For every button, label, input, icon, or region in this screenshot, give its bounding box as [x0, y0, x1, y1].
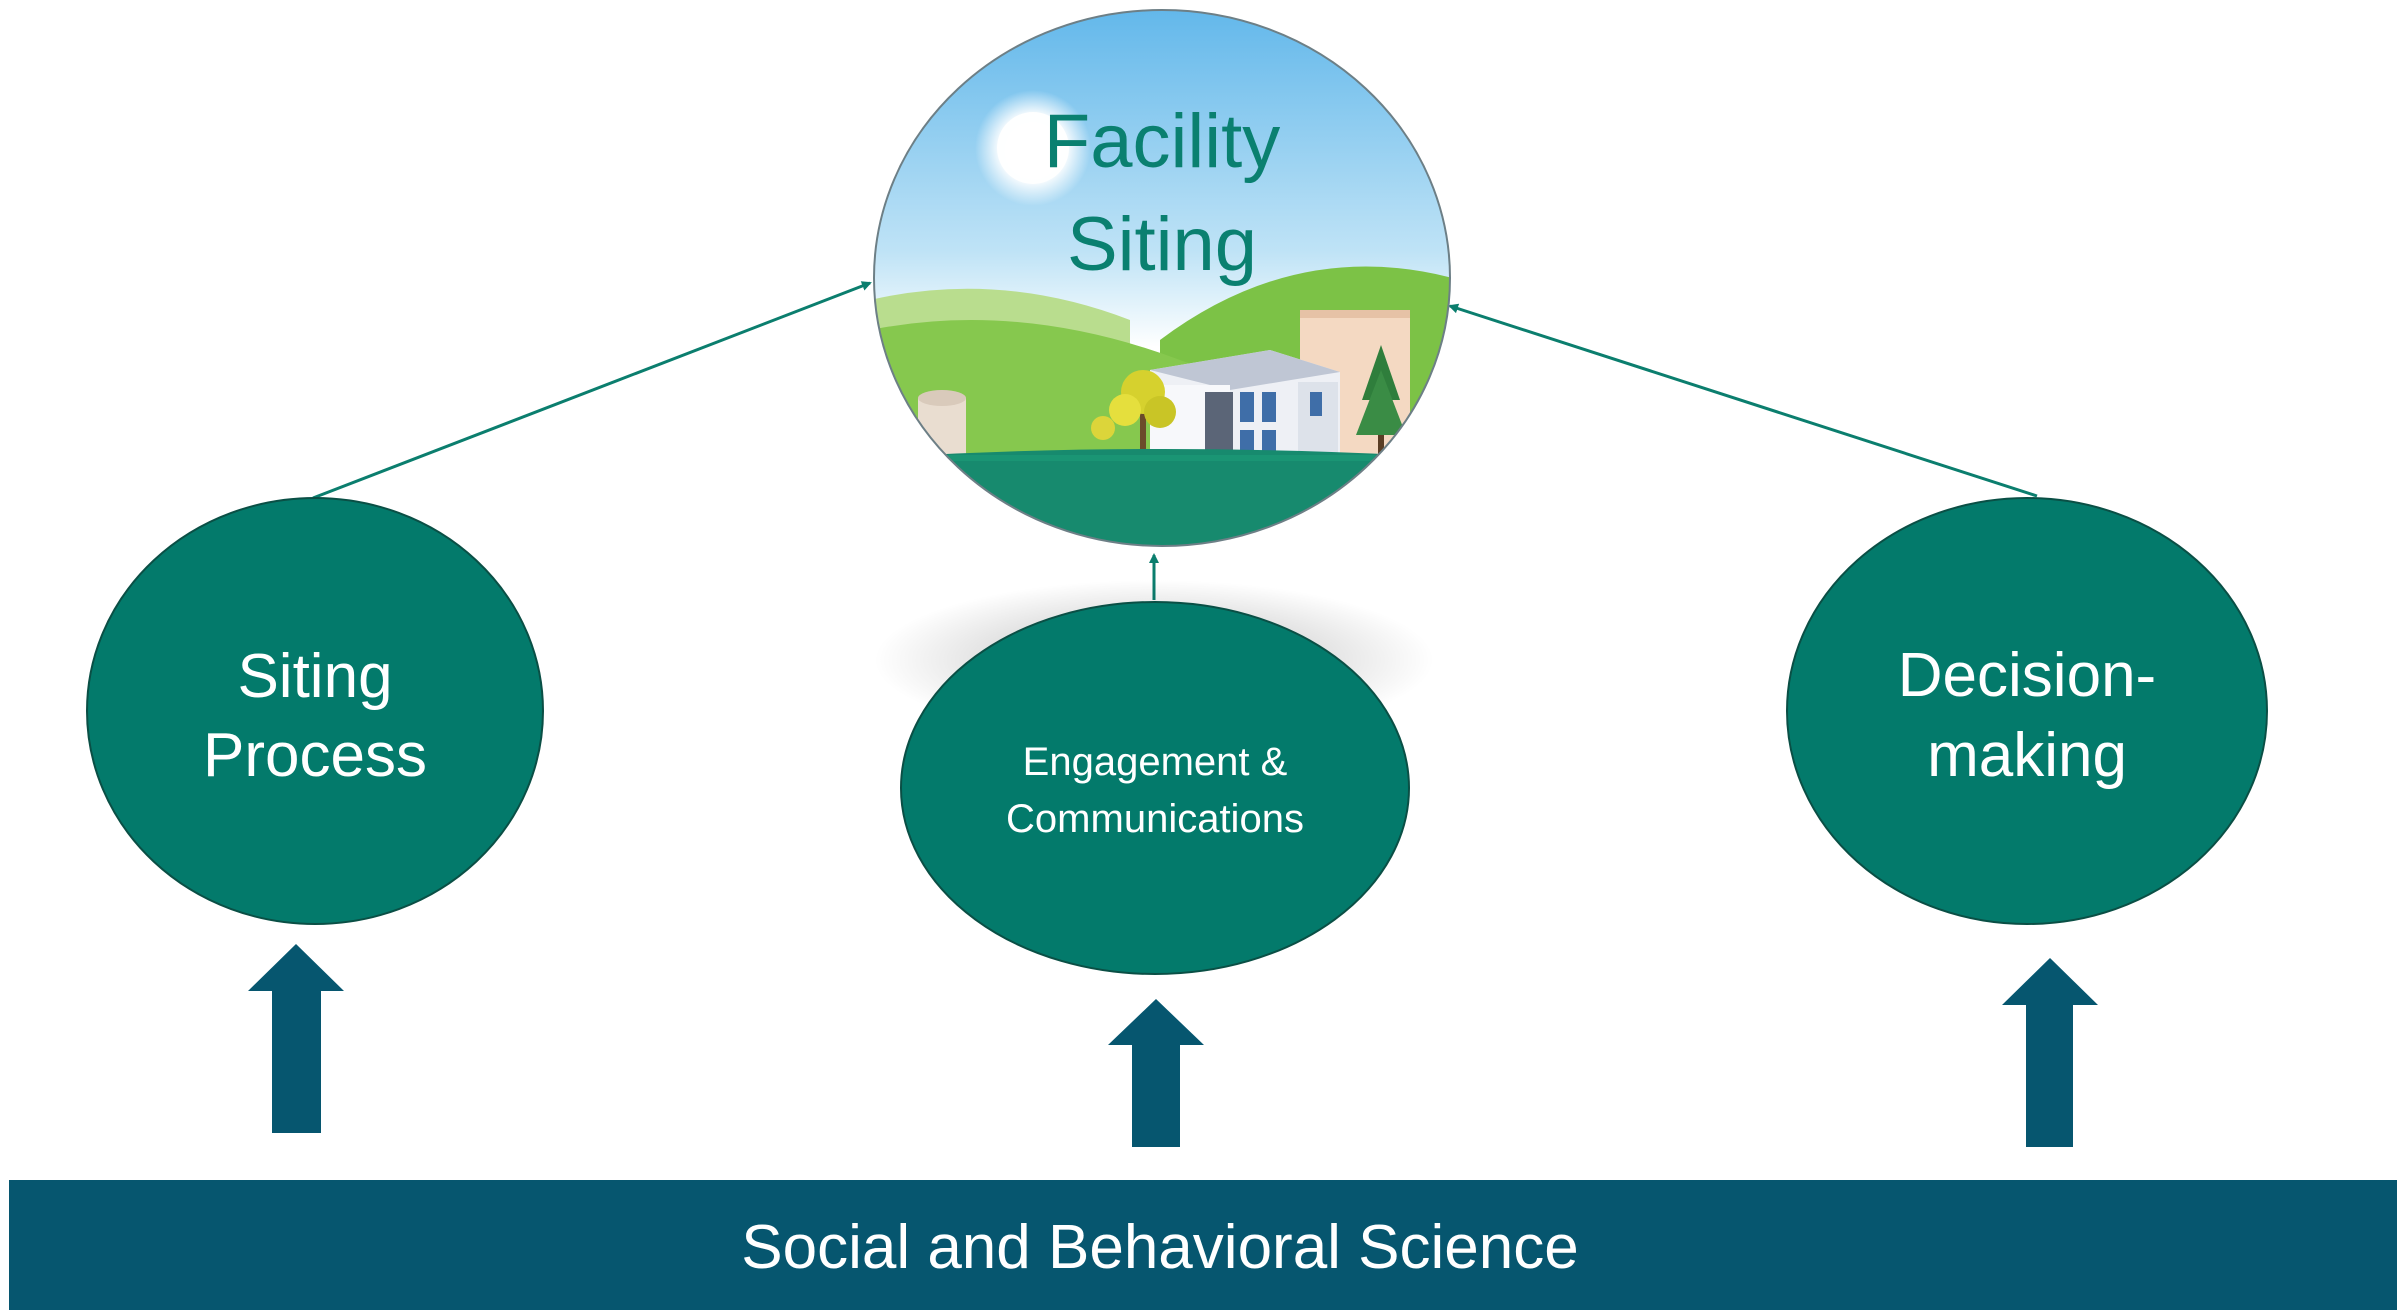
node-siting-process: Siting Process: [86, 497, 544, 925]
siting-process-label-line2: Process: [203, 721, 427, 790]
node-decision-making: Decision- making: [1786, 497, 2268, 925]
facility-landscape-illustration: [874, 10, 1450, 546]
connector-siting-to-hub: [312, 281, 872, 500]
connector-decision-to-hub: [1448, 303, 2038, 498]
hub-circle: Facility Siting: [873, 9, 1451, 547]
foundation-bar: Social and Behavioral Science: [9, 1180, 2397, 1310]
node-engagement-communications: Engagement & Communications: [900, 601, 1410, 975]
up-arrow-icon-left: [248, 944, 344, 1133]
engagement-label-line2: Communications: [1006, 797, 1304, 841]
decision-making-label-line1: Decision-: [1898, 641, 2156, 710]
up-arrow-icon-center: [1108, 999, 1204, 1147]
engagement-label-line1: Engagement &: [1023, 740, 1288, 784]
hub-title-line1: Facility: [1044, 99, 1280, 184]
decision-making-label-line2: making: [1927, 721, 2127, 790]
siting-process-label-line1: Siting: [237, 642, 392, 711]
hub-title-line2: Siting: [1067, 202, 1257, 287]
foundation-label: Social and Behavioral Science: [741, 1213, 1579, 1282]
up-arrow-icon-right: [2002, 958, 2098, 1147]
